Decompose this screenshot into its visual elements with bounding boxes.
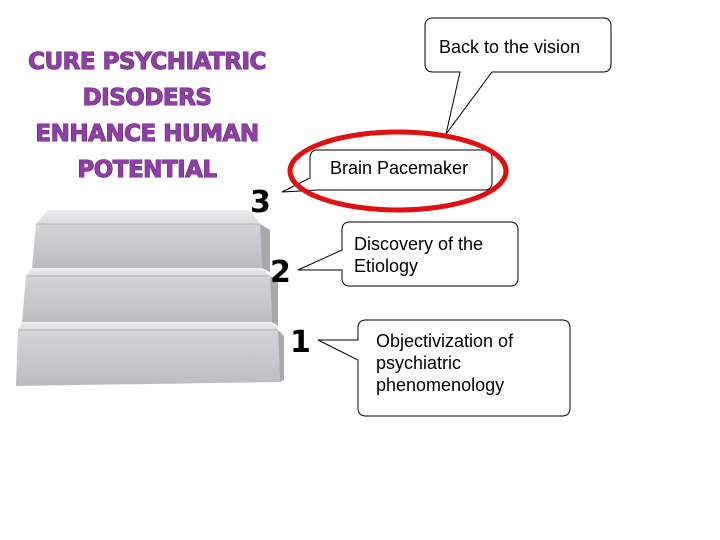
- callout-objectivization-text: Objectivization of psychiatric phenomeno…: [376, 330, 513, 396]
- callout-vision-text: Back to the vision: [439, 36, 580, 58]
- callout-etiology-text: Discovery of the Etiology: [354, 233, 483, 277]
- callout-pacemaker-text: Brain Pacemaker: [330, 157, 468, 179]
